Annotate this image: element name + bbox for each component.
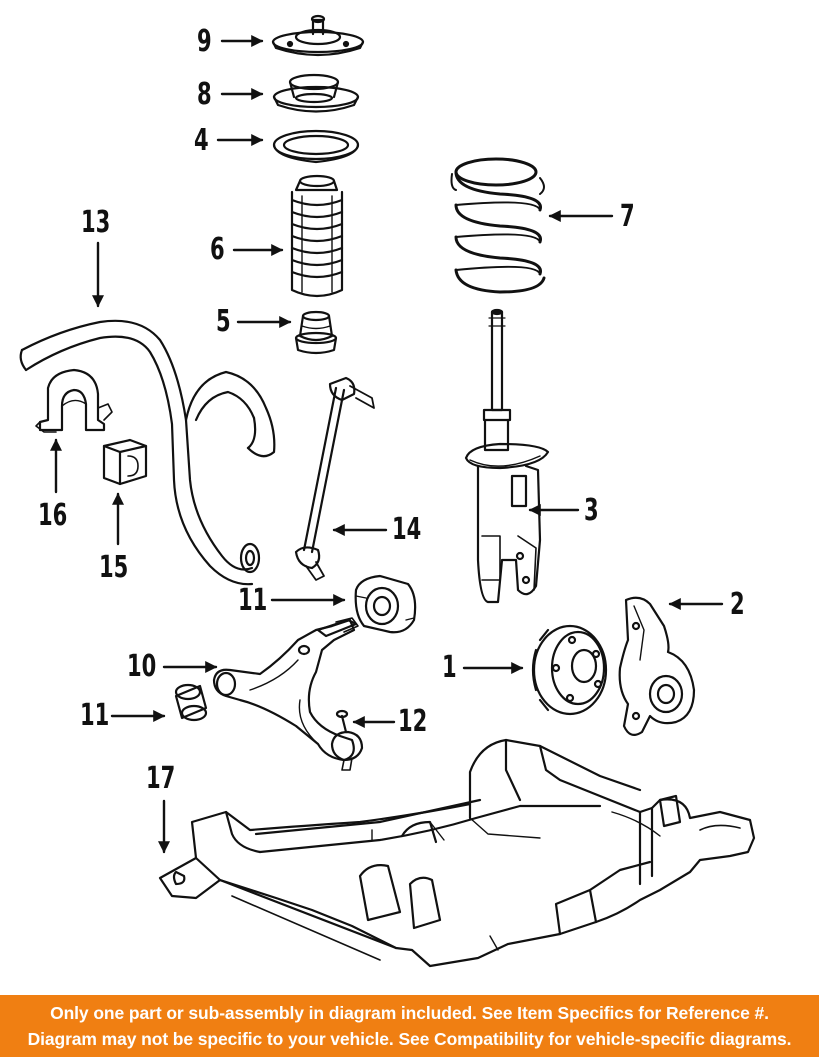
callout-13: 13 xyxy=(81,205,111,240)
part-11-upper-bushing xyxy=(354,574,417,634)
part-15-bar-bushing xyxy=(102,438,148,486)
disclaimer-line-1: Only one part or sub-assembly in diagram… xyxy=(50,1003,769,1023)
callout-10: 10 xyxy=(127,649,157,684)
part-12-ball-joint xyxy=(330,709,364,771)
part-16-bar-bracket xyxy=(35,368,113,433)
callout-11-upper: 11 xyxy=(238,583,268,618)
part-5-bump-stop xyxy=(294,310,338,355)
disclaimer-banner: Only one part or sub-assembly in diagram… xyxy=(0,995,819,1057)
callout-15: 15 xyxy=(99,550,129,585)
part-8-bearing-seat xyxy=(272,73,360,113)
callout-16: 16 xyxy=(38,498,68,533)
callout-2: 2 xyxy=(730,587,745,622)
part-9-strut-mount xyxy=(271,14,365,57)
callout-8: 8 xyxy=(197,77,212,112)
part-1-hub-bearing xyxy=(531,624,608,716)
callout-7: 7 xyxy=(620,199,635,234)
part-13-stabilizer-bar xyxy=(19,319,276,586)
part-14-stabilizer-link xyxy=(294,376,375,581)
part-3-strut xyxy=(464,308,550,604)
part-7-coil-spring xyxy=(450,157,546,294)
suspension-exploded-diagram xyxy=(19,14,756,968)
callout-14: 14 xyxy=(392,512,422,547)
part-17-subframe xyxy=(158,738,756,968)
part-4-spring-seat xyxy=(272,129,360,164)
callout-12: 12 xyxy=(398,704,428,739)
disclaimer-line-2: Diagram may not be specific to your vehi… xyxy=(27,1029,792,1049)
part-2-knuckle xyxy=(618,596,696,736)
part-6-dust-boot xyxy=(290,174,344,298)
callout-4: 4 xyxy=(194,123,209,158)
part-10-control-arm xyxy=(212,617,359,762)
callout-5: 5 xyxy=(216,304,231,339)
callout-11-lower: 11 xyxy=(80,698,110,733)
callout-9: 9 xyxy=(197,24,212,59)
callout-3: 3 xyxy=(584,493,599,528)
callout-17: 17 xyxy=(146,761,176,796)
callout-1: 1 xyxy=(442,650,457,685)
part-11-lower-bushing xyxy=(174,683,208,722)
callout-6: 6 xyxy=(210,232,225,267)
leader-arrows xyxy=(50,35,724,854)
